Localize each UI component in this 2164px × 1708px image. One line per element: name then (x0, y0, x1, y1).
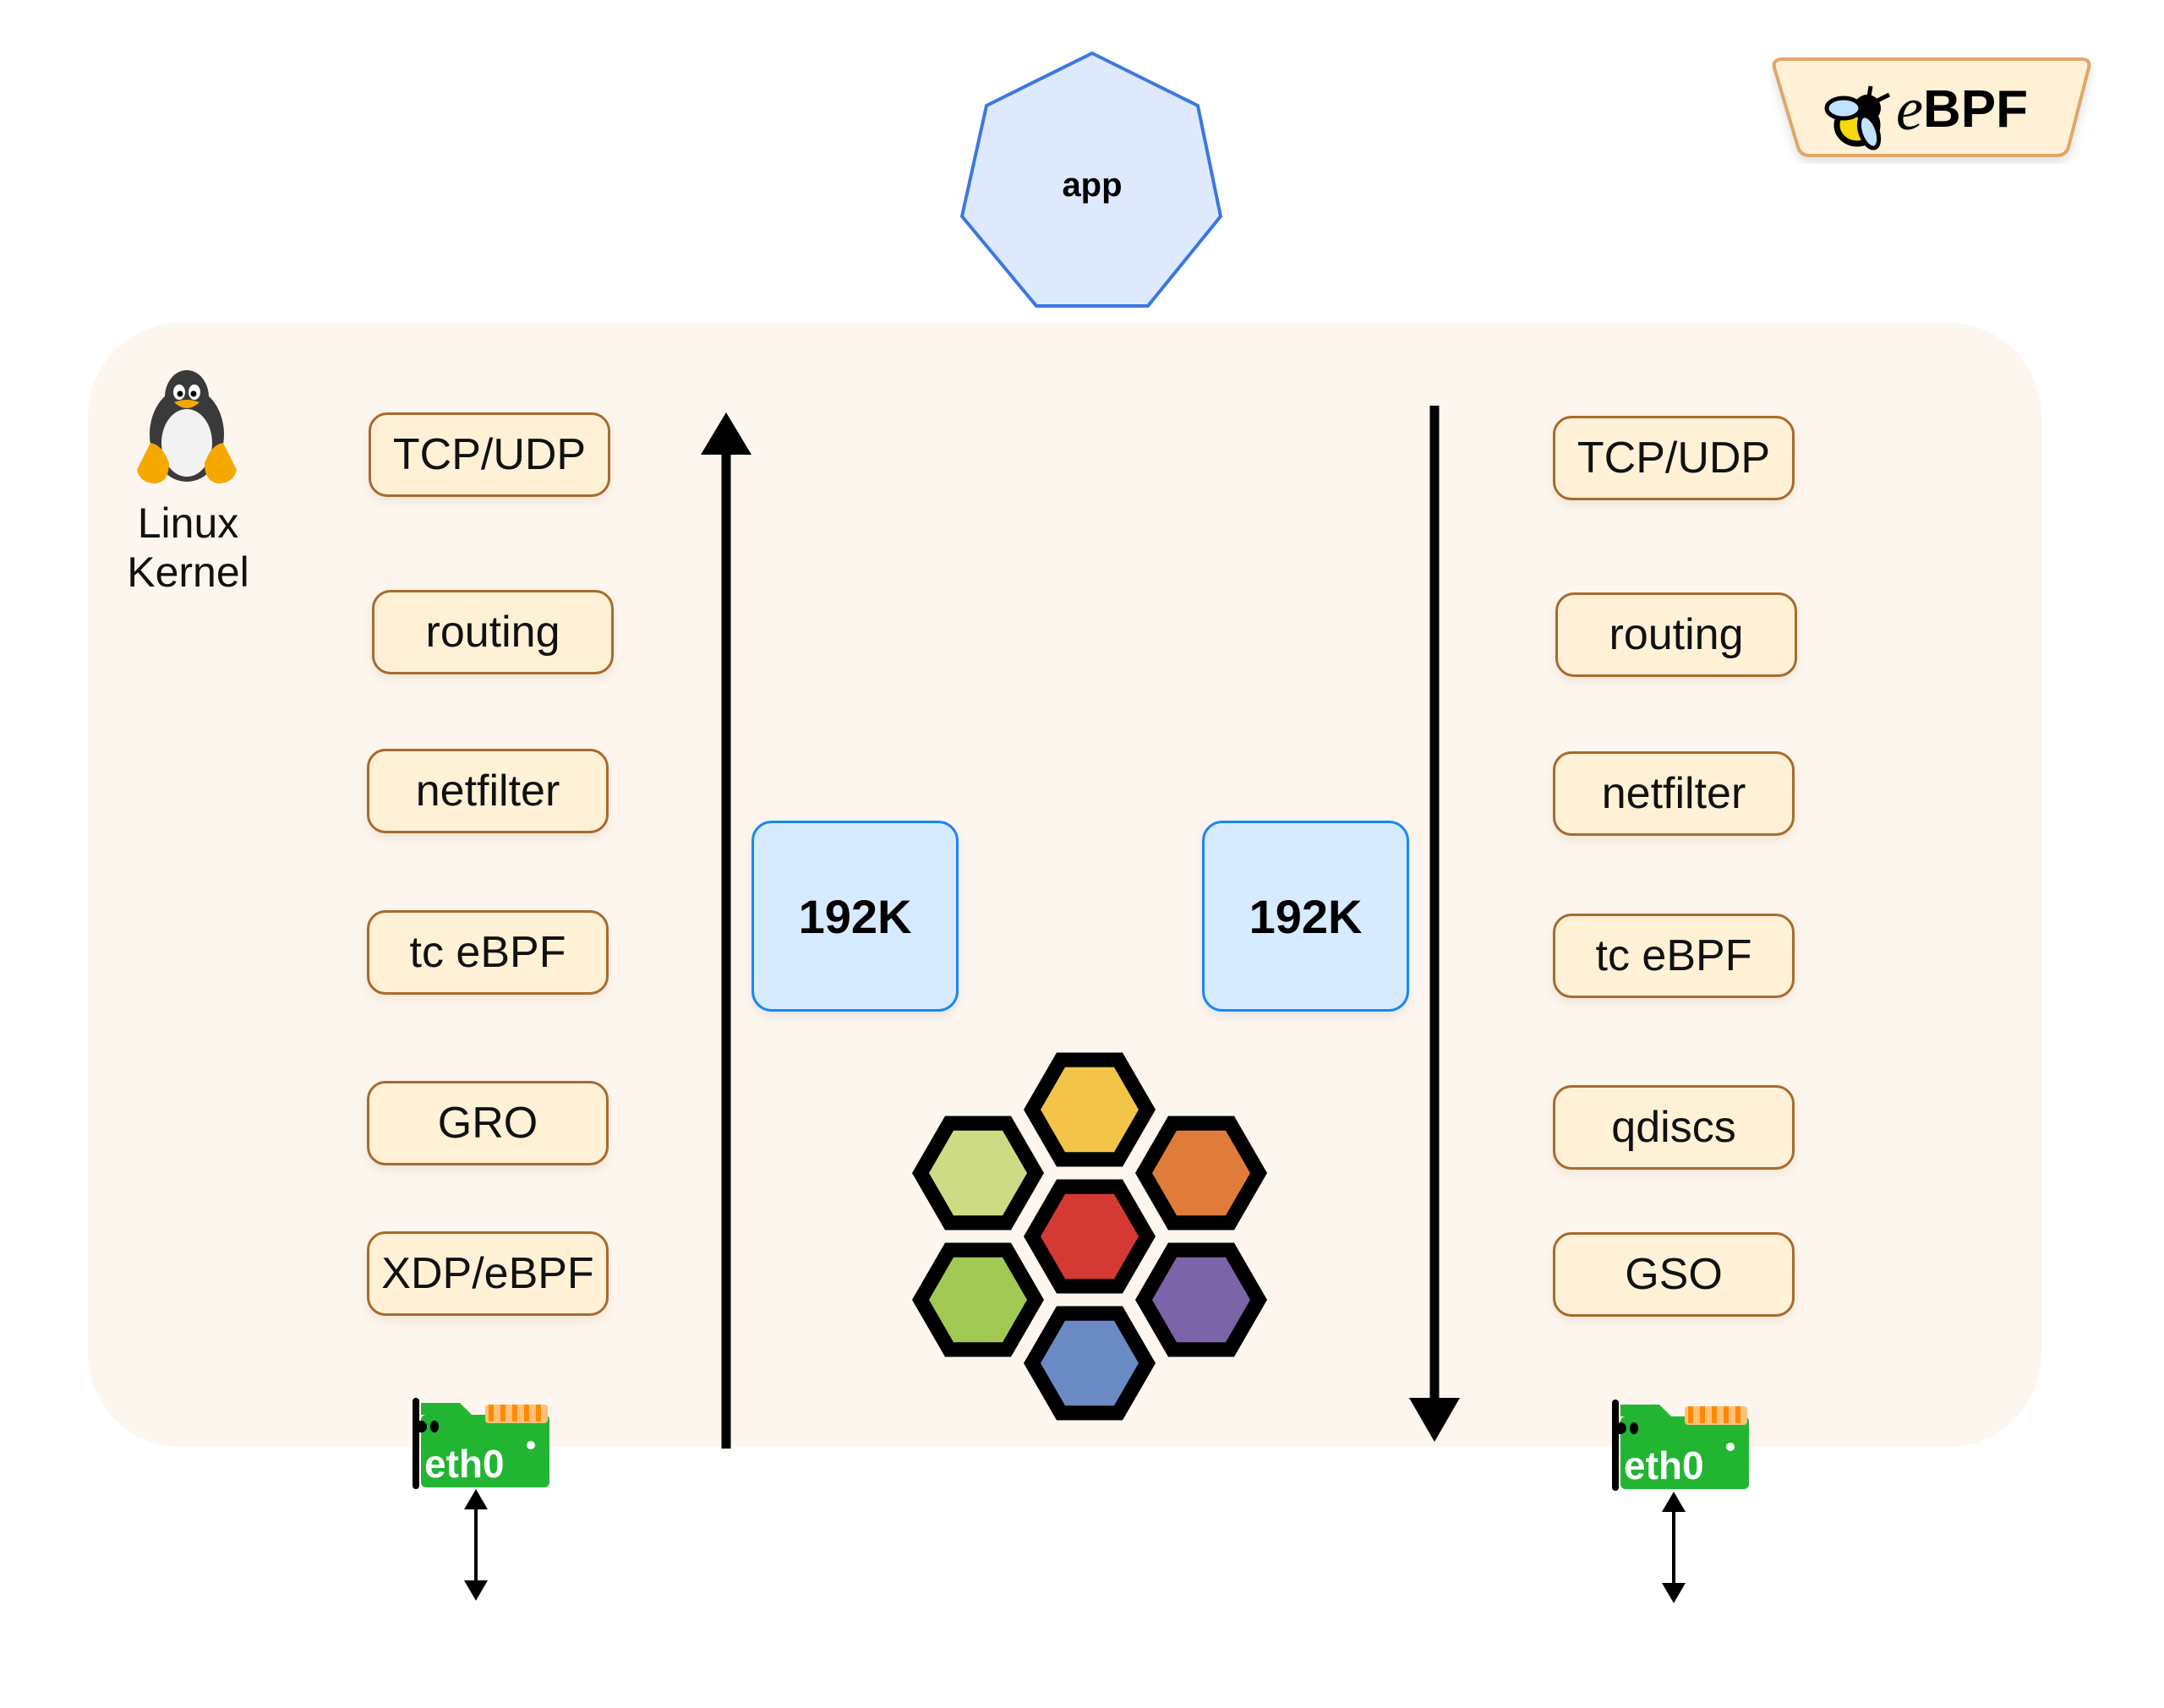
hex-bottom-left (912, 1242, 1044, 1357)
linux-kernel-label: Linux Kernel (110, 499, 266, 597)
app-node[interactable]: app (955, 47, 1229, 311)
hexagon-cluster-icon (912, 1052, 1267, 1421)
rx-layer-xdp-ebpf[interactable]: XDP/eBPF (367, 1231, 609, 1316)
rx-buffer-box[interactable]: 192K (751, 821, 959, 1012)
hex-top (1024, 1052, 1156, 1167)
rx-layer-tc-ebpf[interactable]: tc eBPF (367, 910, 609, 995)
hex-top-left (912, 1116, 1044, 1231)
hex-fill (1152, 1130, 1250, 1216)
hex-center (1024, 1179, 1156, 1294)
hex-fill (929, 1130, 1027, 1216)
left-link-bidirectional-arrow (464, 1489, 488, 1601)
nic-left-card (421, 1415, 549, 1487)
hex-fill (1152, 1257, 1250, 1343)
ebpf-badge-text: BPF (1922, 79, 2028, 139)
nic-left[interactable]: eth0 (404, 1394, 552, 1494)
nic-left-label: eth0 (424, 1442, 505, 1486)
linux-label-line1: Linux (137, 499, 239, 547)
rx-layer-netfilter[interactable]: netfilter (367, 749, 609, 833)
tx-path-down-arrow (1409, 406, 1460, 1442)
rx-layer-gro[interactable]: GRO (367, 1081, 609, 1165)
hex-fill (929, 1257, 1027, 1343)
rx-path-up-arrow (701, 412, 751, 1449)
rx-layer-tcp-udp[interactable]: TCP/UDP (369, 412, 610, 497)
nic-right[interactable]: eth0 (1604, 1396, 1751, 1496)
linux-label-line2: Kernel (127, 548, 249, 596)
hex-bottom-right (1135, 1242, 1267, 1357)
tux-penguin-icon (137, 370, 237, 483)
hex-fill (1041, 1193, 1139, 1280)
tx-layer-netfilter[interactable]: netfilter (1553, 751, 1795, 836)
tx-buffer-box[interactable]: 192K (1202, 821, 1409, 1012)
nic-right-card (1620, 1416, 1749, 1489)
hex-fill (1041, 1067, 1139, 1153)
hex-fill (1041, 1320, 1139, 1406)
nic-right-label: eth0 (1624, 1443, 1704, 1487)
tx-layer-gso[interactable]: GSO (1553, 1232, 1795, 1317)
tx-layer-qdiscs[interactable]: qdiscs (1553, 1085, 1795, 1170)
hex-top-right (1135, 1116, 1267, 1231)
app-heptagon (959, 51, 1223, 308)
tx-layer-routing[interactable]: routing (1555, 592, 1797, 677)
bee-icon (1824, 85, 1891, 150)
rx-layer-routing[interactable]: routing (372, 590, 614, 674)
hex-bottom (1024, 1306, 1156, 1421)
tx-layer-tcp-udp[interactable]: TCP/UDP (1553, 416, 1795, 500)
ebpf-badge-prefix: e (1896, 74, 1923, 143)
app-label: app (1062, 166, 1122, 204)
tx-layer-tc-ebpf[interactable]: tc eBPF (1553, 914, 1795, 998)
ebpf-badge: e BPF (1771, 52, 2096, 164)
right-link-bidirectional-arrow (1662, 1492, 1686, 1603)
